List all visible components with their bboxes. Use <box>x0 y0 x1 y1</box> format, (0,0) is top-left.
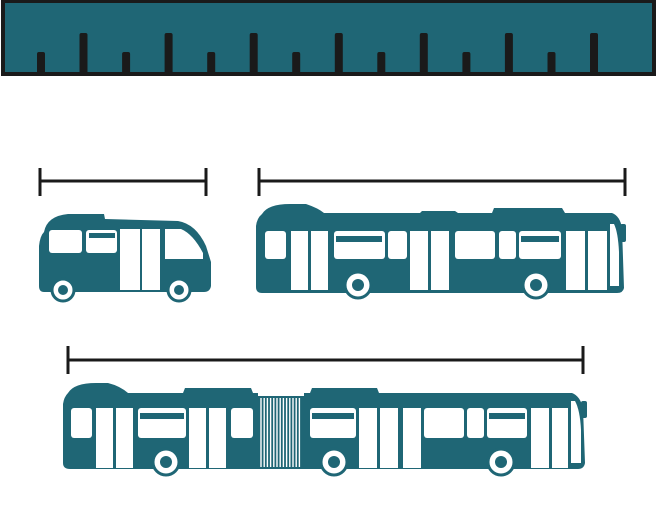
bus-icon <box>256 204 626 300</box>
bus-door <box>189 408 206 468</box>
bus-windshield <box>571 401 581 463</box>
ruler-tick-short <box>547 52 556 74</box>
ruler-tick-short <box>292 52 301 74</box>
minibus-windshield <box>165 229 203 259</box>
bus-window <box>487 408 527 438</box>
bus-door <box>311 231 328 290</box>
minibus-window <box>49 230 82 253</box>
bus-door <box>410 231 428 290</box>
bus-window <box>231 408 253 438</box>
ruler-tick-long <box>79 33 88 74</box>
bus-door <box>552 408 568 468</box>
ruler-tick-short <box>122 52 131 74</box>
bus-window <box>71 408 92 438</box>
bus-mirror <box>620 224 626 242</box>
bus-door <box>291 231 308 290</box>
ruler-ticks <box>37 33 598 74</box>
bus-window <box>424 408 464 438</box>
bus-window <box>467 408 484 438</box>
bus-window <box>138 408 186 438</box>
bus-window <box>310 408 356 438</box>
bus-window <box>334 231 385 259</box>
ruler-tick-long <box>590 33 598 74</box>
bus-window <box>519 231 561 259</box>
bus-door <box>359 408 377 468</box>
bus-door <box>96 408 113 468</box>
ruler-tick-long <box>504 33 513 74</box>
bus-door <box>403 408 421 468</box>
articulated-bus-length-line <box>66 346 585 374</box>
bus-door <box>588 231 607 290</box>
ruler-tick-long <box>164 33 173 74</box>
ruler-tick-short <box>377 52 386 74</box>
minibus-icon <box>39 214 211 303</box>
bus-mirror <box>581 401 587 418</box>
minibus-length-line <box>38 168 208 196</box>
ruler-icon <box>1 0 656 76</box>
minibus-door <box>142 229 160 290</box>
ruler-tick-short <box>462 52 471 74</box>
bus-window <box>265 231 286 259</box>
ruler-tick-short <box>207 52 216 74</box>
bus-door <box>116 408 133 468</box>
bus-window <box>499 231 516 259</box>
bus-door <box>431 231 449 290</box>
bus-window <box>388 231 407 259</box>
bus-door <box>209 408 226 468</box>
ruler-tick-long <box>334 33 343 74</box>
bus-door <box>380 408 398 468</box>
ruler-tick-short <box>37 52 45 74</box>
articulated-bus-icon <box>63 383 587 477</box>
ruler-body <box>1 0 656 76</box>
minibus-door <box>120 229 140 290</box>
bus-windshield <box>610 224 619 286</box>
bus-length-line <box>257 168 627 196</box>
ruler-tick-long <box>419 33 428 74</box>
bus-door <box>566 231 585 290</box>
ruler-tick-long <box>249 33 258 74</box>
bus-window <box>455 231 495 259</box>
bus-door <box>531 408 549 468</box>
articulation-accordion <box>260 398 301 467</box>
